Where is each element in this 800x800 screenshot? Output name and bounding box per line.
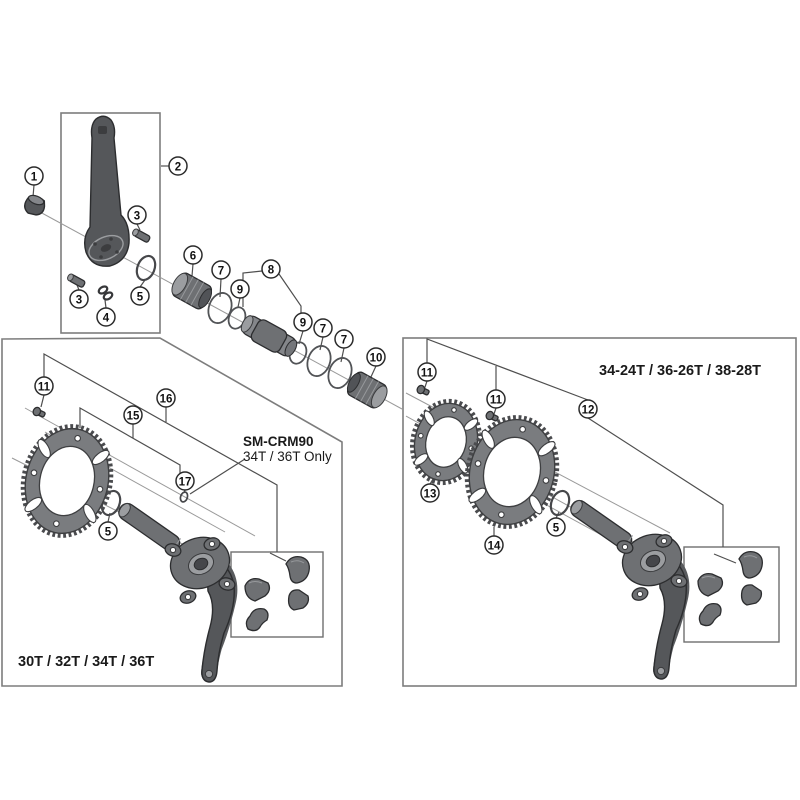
callout-14: 14 [484,535,504,555]
svg-text:12: 12 [582,404,595,416]
svg-text:13: 13 [424,488,437,500]
callout-3: 3 [127,205,147,225]
clamp-bolt-lower [67,273,86,288]
svg-text:8: 8 [268,264,275,276]
callout-17: 17 [175,471,195,491]
svg-text:3: 3 [134,210,140,222]
svg-text:5: 5 [137,291,144,303]
svg-text:5: 5 [105,526,112,538]
callout-1: 1 [24,166,44,186]
svg-text:3: 3 [76,294,82,306]
o-ring-top [135,254,157,282]
svg-text:11: 11 [38,381,51,393]
svg-text:15: 15 [127,410,140,422]
callout-10: 10 [366,347,386,367]
parts [20,115,763,682]
svg-text:10: 10 [370,352,383,364]
bb-cup-left [171,272,213,310]
crank-fixing-cap [24,194,46,216]
svg-text:1: 1 [31,171,38,183]
callout-7: 7 [313,318,333,338]
spacer-ring-7b [306,345,332,377]
bb-inner-sleeve [240,315,298,357]
svg-text:6: 6 [190,250,196,262]
callout-4: 4 [96,307,116,327]
callout-13: 13 [420,483,440,503]
chainring-bolt-right-1 [416,384,430,396]
callout-11: 11 [486,389,506,409]
large-chainring [464,415,560,529]
svg-text:5: 5 [553,522,560,534]
callout-11: 11 [417,362,437,382]
callout-12: 12 [578,399,598,419]
callout-16: 16 [156,388,176,408]
callout-5: 5 [546,517,566,537]
spacer-ring-7c [327,357,353,389]
chainring-bolt-left [32,406,46,418]
callout-11: 11 [34,376,54,396]
right-caps-inset-box [683,546,780,643]
svg-text:9: 9 [237,284,243,296]
svg-text:2: 2 [175,161,181,173]
svg-text:7: 7 [341,334,347,346]
callout-2: 2 [168,156,188,176]
chainring-bolt-right-2 [485,410,499,422]
svg-text:9: 9 [300,317,306,329]
svg-text:17: 17 [179,476,192,488]
callout-8: 8 [261,259,281,279]
svg-text:7: 7 [218,265,224,277]
svg-text:7: 7 [320,323,326,335]
callout-9: 9 [293,312,313,332]
svg-text:4: 4 [103,312,110,324]
o-ring-right [549,489,571,517]
seal-ring-17 [179,491,189,503]
callout-15: 15 [123,405,143,425]
left-inset-model-label: SM-CRM90 [243,434,314,449]
svg-text:14: 14 [488,540,501,552]
safety-plate-clip [97,285,114,301]
callout-9: 9 [230,279,250,299]
svg-text:11: 11 [421,367,434,379]
right-sizes-label: 34-24T / 36-26T / 38-28T [599,363,761,379]
callout-3: 3 [69,289,89,309]
left-sizes-label: 30T / 32T / 34T / 36T [18,654,154,670]
callout-5: 5 [98,521,118,541]
single-chainring [20,424,114,538]
svg-text:11: 11 [490,394,503,406]
labels: SM-CRM90 34T / 36T Only 30T / 32T / 34T … [18,363,761,670]
callout-5: 5 [130,286,150,306]
left-inset-note-label: 34T / 36T Only [243,449,332,464]
clamp-bolt-upper [132,228,151,243]
left-crank-arm [83,115,130,267]
svg-text:16: 16 [160,393,173,405]
callout-7: 7 [211,260,231,280]
bb-cup-right [346,371,388,409]
callout-7: 7 [334,329,354,349]
callout-6: 6 [183,245,203,265]
